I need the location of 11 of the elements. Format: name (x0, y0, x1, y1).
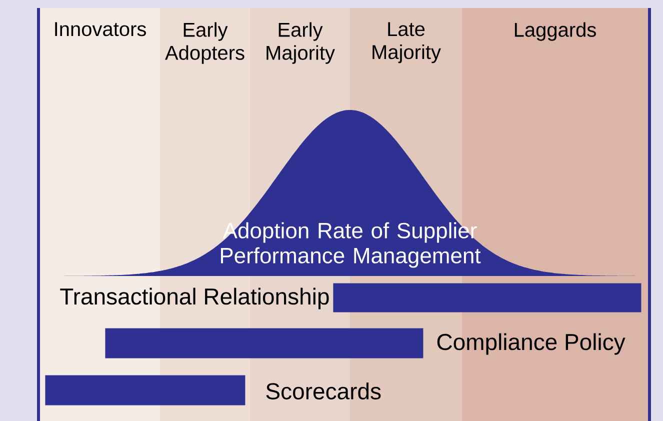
bar (105, 328, 424, 358)
bar (333, 283, 642, 312)
bar (45, 375, 246, 406)
bar-label: Compliance Policy (437, 333, 626, 355)
stage-heading: Early Adopters (165, 22, 244, 64)
stage-heading: Late Majority (372, 22, 441, 64)
stage-heading: Laggards (514, 22, 596, 41)
bar-label: Scorecards (266, 382, 381, 400)
stage-heading: Early Majority (266, 22, 335, 64)
bar-label: Transactional Relationship (60, 288, 329, 310)
stage-heading: Innovators (55, 22, 146, 36)
